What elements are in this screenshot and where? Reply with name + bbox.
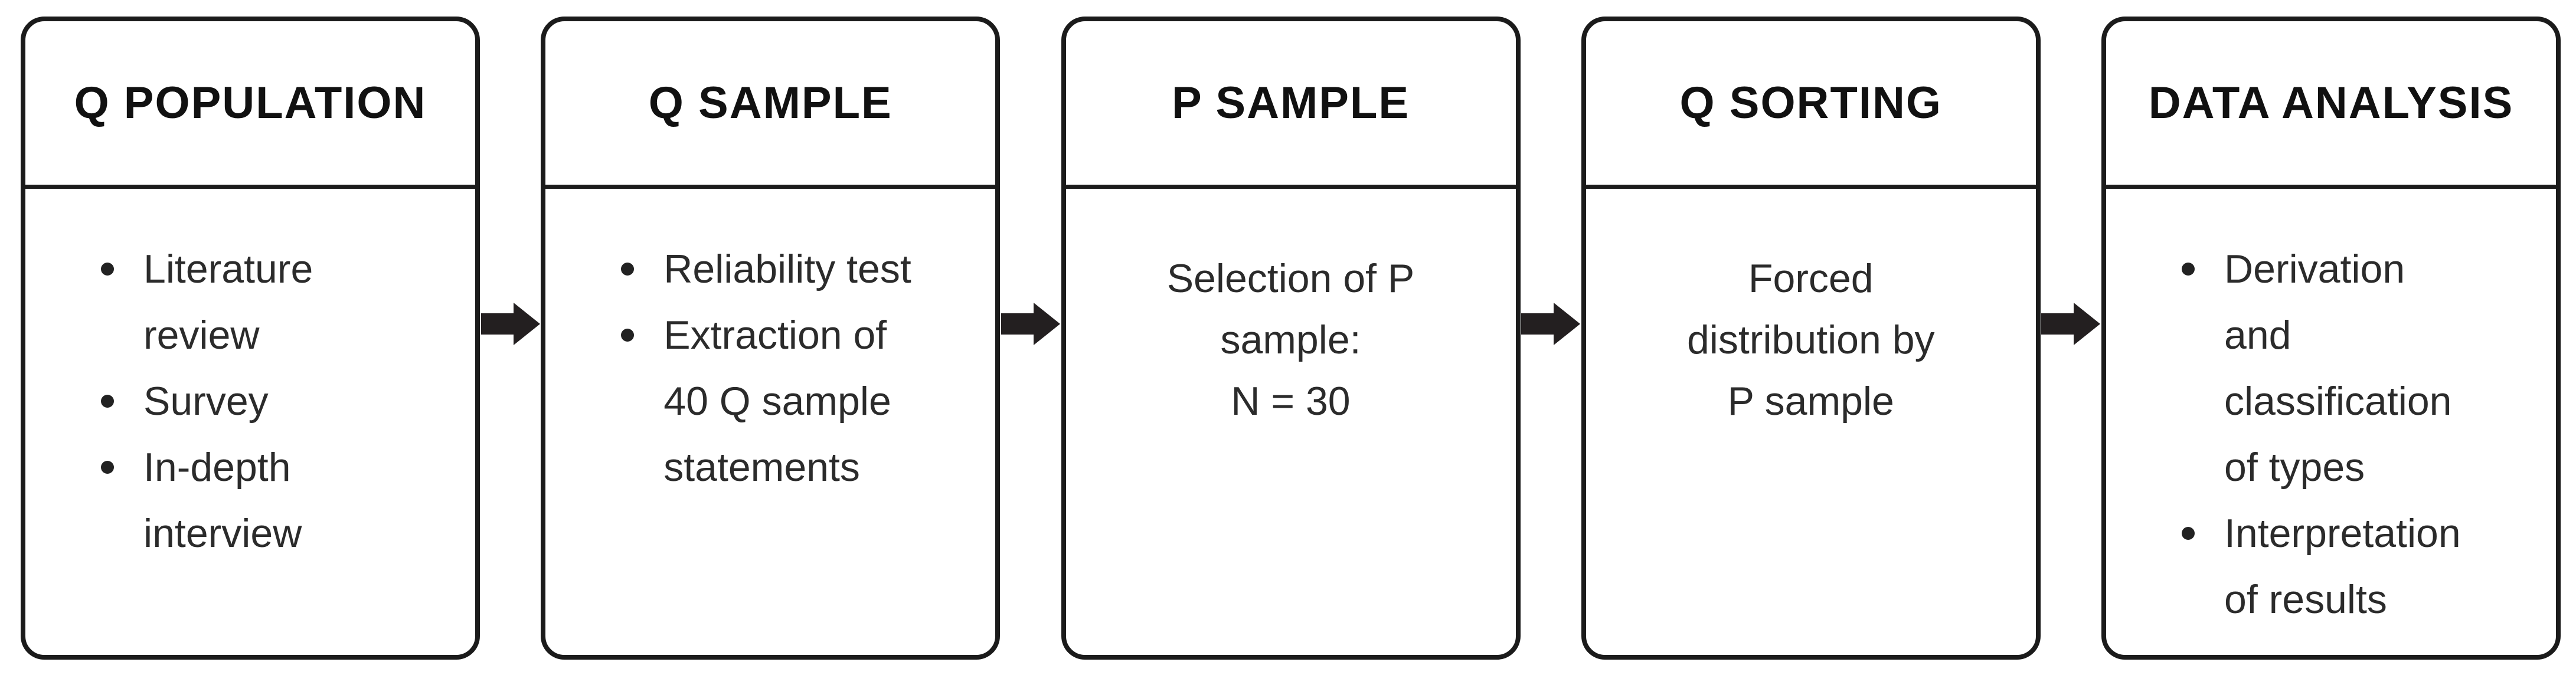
step-text: Forced distribution by P sample <box>1686 256 1935 424</box>
bullet-dot <box>2182 263 2195 276</box>
bullet-dot <box>2182 527 2195 540</box>
step-title: DATA ANALYSIS <box>2106 21 2556 189</box>
arrow-right-icon <box>1001 303 1060 345</box>
list-item: Literature review <box>101 236 457 368</box>
flow-step-q-sorting: Q SORTING Forced distribution by P sampl… <box>1581 17 2041 660</box>
list-item-text: Literature review <box>143 247 313 358</box>
step-body: Derivation and classification of types I… <box>2106 189 2556 655</box>
arrow-right-icon <box>480 303 540 345</box>
bullet-dot <box>101 395 114 408</box>
flow-connector <box>1521 17 1581 660</box>
list-item: Extraction of 40 Q sample statements <box>621 302 978 500</box>
step-title: Q POPULATION <box>25 21 475 189</box>
list-item: Interpretation of results <box>2182 500 2538 632</box>
list-item: In-depth interview <box>101 434 457 566</box>
flow-connector <box>1000 17 1061 660</box>
step-title: Q SAMPLE <box>545 21 996 189</box>
bullet-list: Derivation and classification of types I… <box>2106 236 2538 632</box>
list-item-text: Derivation and classification of types <box>2224 247 2452 490</box>
step-text: Selection of P sample: N = 30 <box>1166 256 1415 424</box>
bullet-list: Literature review Survey In-depth interv… <box>25 236 457 566</box>
flow-connector <box>480 17 541 660</box>
list-item: Reliability test <box>621 236 978 302</box>
list-item-text: Interpretation of results <box>2224 511 2461 622</box>
step-body: Selection of P sample: N = 30 <box>1066 189 1516 655</box>
list-item-text: Reliability test <box>663 247 911 291</box>
flow-step-q-sample: Q SAMPLE Reliability test Extraction of … <box>541 17 1001 660</box>
flow-step-p-sample: P SAMPLE Selection of P sample: N = 30 <box>1061 17 1521 660</box>
bullet-dot <box>101 461 114 474</box>
step-body: Forced distribution by P sample <box>1586 189 2036 655</box>
bullet-dot <box>621 329 635 342</box>
list-item: Derivation and classification of types <box>2182 236 2538 500</box>
bullet-list: Reliability test Extraction of 40 Q samp… <box>545 236 978 500</box>
arrow-right-icon <box>2041 303 2101 345</box>
flow-step-data-analysis: DATA ANALYSIS Derivation and classificat… <box>2101 17 2561 660</box>
list-item-text: Survey <box>143 379 269 424</box>
bullet-dot <box>101 263 114 276</box>
step-body: Reliability test Extraction of 40 Q samp… <box>545 189 995 655</box>
step-title: P SAMPLE <box>1065 21 1516 189</box>
bullet-dot <box>621 263 635 276</box>
list-item-text: In-depth interview <box>143 445 302 556</box>
list-item: Survey <box>101 368 457 434</box>
arrow-right-icon <box>1521 303 1581 345</box>
step-title: Q SORTING <box>1586 21 2036 189</box>
step-body: Literature review Survey In-depth interv… <box>25 189 475 655</box>
list-item-text: Extraction of 40 Q sample statements <box>663 313 891 490</box>
flow-connector <box>2041 17 2101 660</box>
flow-step-q-population: Q POPULATION Literature review Survey In… <box>21 17 480 660</box>
